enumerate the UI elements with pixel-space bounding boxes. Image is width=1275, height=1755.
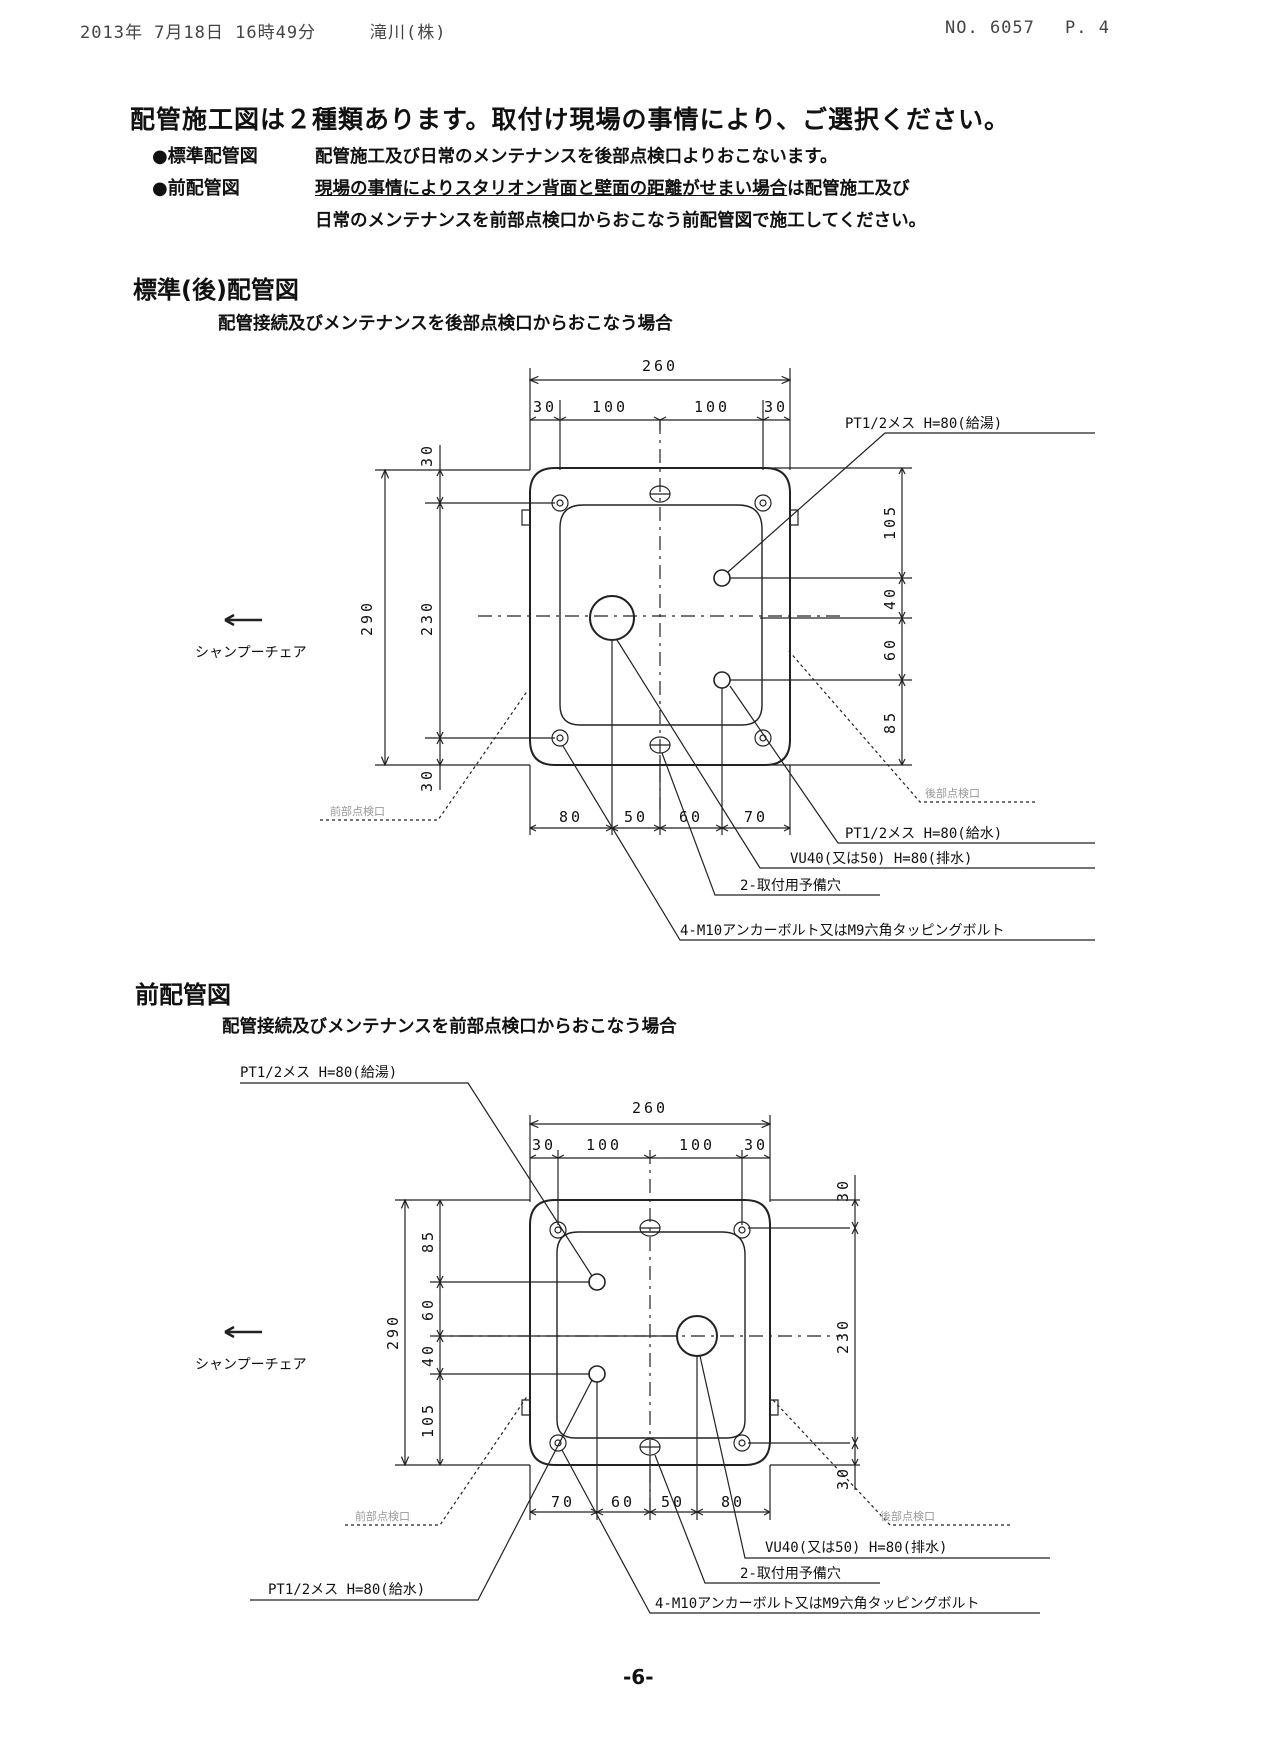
standard-dim-left-top: 30 <box>418 443 436 467</box>
front-label-front-access: 前部点検口 <box>355 1509 410 1523</box>
standard-dim-bottom-3: 60 <box>679 808 703 826</box>
fax-number: NO. 6057 <box>945 18 1035 38</box>
intro-heading: 配管施工図は２種類あります。取付け現場の事情により、ご選択ください。 <box>130 105 1011 134</box>
standard-label-drain: VU40(又は50) H=80(排水) <box>790 851 972 867</box>
standard-section-title: 標準(後)配管図 <box>133 276 299 304</box>
front-dimension-texts: 260 30 100 100 30 30 230 30 290 85 60 40… <box>384 1099 852 1511</box>
front-dim-right-top: 30 <box>834 1178 852 1202</box>
standard-dim-bottom-2: 50 <box>624 808 648 826</box>
fax-datetime: 2013年 7月18日 16時49分 <box>80 23 317 43</box>
standard-anchor-holes <box>551 494 772 747</box>
front-dim-left-1: 85 <box>419 1229 437 1253</box>
front-section-title: 前配管図 <box>135 981 231 1009</box>
front-dim-top-1: 30 <box>532 1136 556 1154</box>
standard-dim-left-bottom: 30 <box>418 768 436 792</box>
standard-label-anchor: 4-M10アンカーボルト又はM9六角タッピングボルト <box>680 923 1004 939</box>
front-label-rear-access: 後部点検口 <box>880 1509 935 1523</box>
standard-dim-top-3: 100 <box>694 398 730 416</box>
front-drawing <box>224 1082 1050 1614</box>
standard-dim-height: 290 <box>358 600 376 636</box>
standard-callout-texts: PT1/2メス H=80(給湯) PT1/2メス H=80(給水) VU40(又… <box>195 415 1004 939</box>
bullet-front-text: 現場の事情によりスタリオン背面と壁面の距離がせまい場合は配管施工及び <box>315 175 910 200</box>
bullet-front-rest: は配管施工及び <box>787 179 910 199</box>
front-dim-left-4: 105 <box>419 1402 437 1438</box>
front-dim-right-bottom: 30 <box>834 1466 852 1490</box>
front-label-hot: PT1/2メス H=80(給湯) <box>240 1064 397 1081</box>
front-dim-bottom-4: 80 <box>721 1493 745 1511</box>
bullet-standard-text: 配管施工及び日常のメンテナンスを後部点検口よりおこないます。 <box>315 147 838 167</box>
bullet-standard: ●標準配管図 <box>152 146 258 167</box>
front-cold-outlet <box>588 1365 606 1383</box>
bullet-front-text-line2: 日常のメンテナンスを前部点検口からおこなう前配管図で施工してください。 <box>315 211 927 231</box>
standard-label-spare: 2-取付用予備穴 <box>740 878 841 894</box>
standard-direction-label: シャンプーチェア <box>195 645 307 661</box>
front-section-subtitle: 配管接続及びメンテナンスを前部点検口からおこなう場合 <box>222 1017 677 1037</box>
front-dim-height: 290 <box>384 1314 402 1350</box>
front-label-anchor: 4-M10アンカーボルト又はM9六角タッピングボルト <box>655 1596 979 1612</box>
standard-dim-width: 260 <box>642 357 678 375</box>
standard-section-subtitle: 配管接続及びメンテナンスを後部点検口からおこなう場合 <box>218 314 673 334</box>
standard-drain-outlet <box>589 595 635 641</box>
front-label-cold: PT1/2メス H=80(給水) <box>268 1582 425 1598</box>
bullet-front: ●前配管図 <box>152 178 240 199</box>
page-number: -6- <box>623 1665 654 1689</box>
standard-label-front-access: 前部点検口 <box>330 804 385 818</box>
front-callout-texts: PT1/2メス H=80(給湯) PT1/2メス H=80(給水) VU40(又… <box>195 1064 979 1612</box>
standard-dim-right-4: 85 <box>881 710 899 734</box>
front-dim-bottom-2: 60 <box>611 1493 635 1511</box>
standard-label-hot: PT1/2メス H=80(給湯) <box>845 415 1002 432</box>
front-dim-top-2: 100 <box>586 1136 622 1154</box>
front-dim-width: 260 <box>632 1099 668 1117</box>
fax-page: P. 4 <box>1065 18 1110 38</box>
front-dim-left-3: 40 <box>419 1343 437 1367</box>
standard-dimension-texts: 260 30 100 100 30 290 230 30 30 105 40 6… <box>358 357 899 826</box>
front-direction-label: シャンプーチェア <box>195 1357 307 1373</box>
front-label-spare: 2-取付用予備穴 <box>740 1566 841 1582</box>
standard-spare-holes <box>649 485 671 754</box>
standard-drawing <box>224 368 1095 941</box>
standard-label-cold: PT1/2メス H=80(給水) <box>845 826 1002 842</box>
standard-dim-right-3: 60 <box>881 637 899 661</box>
standard-dim-top-4: 30 <box>764 398 788 416</box>
front-dim-bottom-1: 70 <box>551 1493 575 1511</box>
standard-dim-right-1: 105 <box>881 504 899 540</box>
standard-hot-outlet <box>713 569 731 587</box>
bullet-front-underlined: 現場の事情によりスタリオン背面と壁面の距離がせまい場合 <box>315 179 788 199</box>
standard-dim-inner-height: 230 <box>418 600 436 636</box>
front-dim-bottom-3: 50 <box>661 1493 685 1511</box>
standard-label-rear-access: 後部点検口 <box>925 786 980 800</box>
standard-dim-right-2: 40 <box>881 586 899 610</box>
standard-dim-bottom-4: 70 <box>744 808 768 826</box>
front-dim-inner-height: 230 <box>834 1318 852 1354</box>
fax-sender: 滝川(株) <box>370 23 447 43</box>
front-dim-left-2: 60 <box>419 1297 437 1321</box>
standard-dim-top-1: 30 <box>533 398 557 416</box>
front-label-drain: VU40(又は50) H=80(排水) <box>765 1540 947 1556</box>
standard-dim-top-2: 100 <box>592 398 628 416</box>
front-hot-outlet <box>588 1273 606 1291</box>
standard-cold-outlet <box>713 671 731 689</box>
standard-dim-bottom-1: 80 <box>559 808 583 826</box>
front-dim-top-3: 100 <box>679 1136 715 1154</box>
front-dim-top-4: 30 <box>744 1136 768 1154</box>
standard-hot-leader <box>727 432 1095 573</box>
